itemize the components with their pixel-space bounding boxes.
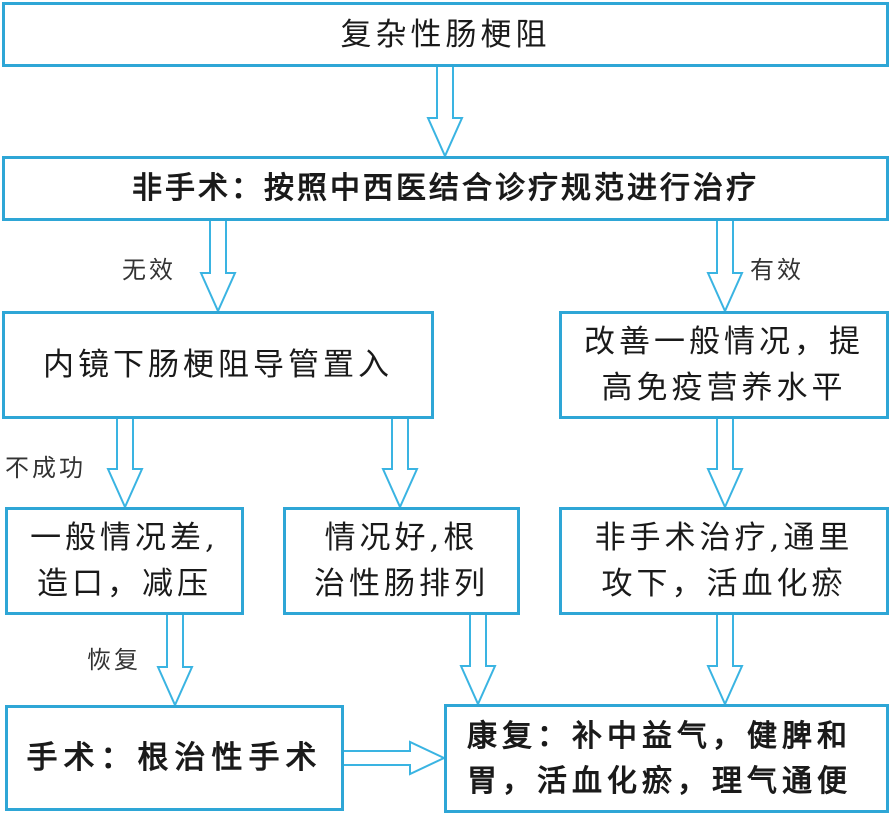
arrow-non-surgical-to-improve	[706, 220, 744, 314]
node-good-condition-radical: 情况好,根 治性肠排列	[283, 507, 520, 615]
node-rehabilitation-line-2: 胃，活血化瘀，理气通便	[467, 763, 852, 799]
node-rehabilitation-line-1: 康复：补中益气，健脾和	[467, 718, 852, 754]
node-rehabilitation: 康复：补中益气，健脾和 胃，活血化瘀，理气通便	[444, 704, 889, 813]
arrow-endoscopic-to-good-condition	[381, 418, 419, 510]
node-non-surgical-therapy-line-1: 非手术治疗,通里	[594, 520, 854, 556]
node-non-surgical-treatment: 非手术：按照中西医结合诊疗规范进行治疗	[2, 156, 889, 221]
node-radical-surgery: 手术：根治性手术	[5, 705, 344, 811]
arrow-complex-to-non-surgical	[426, 66, 464, 159]
arrow-surgery-to-rehab	[343, 740, 447, 776]
node-endoscopic-catheter-placement: 内镜下肠梗阻导管置入	[2, 311, 434, 419]
node-non-surgical-therapy-line-2: 攻下，活血化瘀	[601, 566, 847, 602]
node-good-condition-radical-line-1: 情况好,根	[324, 520, 479, 556]
node-non-surgical-therapy: 非手术治疗,通里 攻下，活血化瘀	[559, 507, 889, 615]
arrow-improve-to-therapy	[706, 418, 744, 510]
node-improve-general-condition: 改善一般情况，提 高免疫营养水平	[559, 311, 889, 419]
edge-label-unsuccessful: 不成功	[5, 454, 86, 482]
node-complex-intestinal-obstruction: 复杂性肠梗阻	[2, 2, 889, 67]
node-complex-intestinal-obstruction-label: 复杂性肠梗阻	[340, 16, 551, 53]
edge-label-ineffective: 无效	[122, 256, 176, 284]
arrow-therapy-to-rehab	[706, 614, 744, 707]
node-non-surgical-treatment-label: 非手术：按照中西医结合诊疗规范进行治疗	[132, 170, 759, 206]
node-endoscopic-catheter-placement-label: 内镜下肠梗阻导管置入	[43, 347, 393, 383]
arrow-non-surgical-to-endoscopic	[199, 220, 237, 314]
node-radical-surgery-label: 手术：根治性手术	[26, 740, 323, 776]
arrow-poor-condition-to-surgery	[156, 614, 194, 708]
node-poor-condition-stoma-line-2: 造口，减压	[37, 566, 212, 602]
arrow-good-condition-to-rehab	[459, 614, 497, 707]
node-good-condition-radical-line-2: 治性肠排列	[314, 566, 489, 602]
edge-label-effective: 有效	[750, 256, 804, 284]
edge-label-recovery: 恢复	[87, 646, 141, 674]
node-poor-condition-stoma-line-1: 一般情况差,	[30, 520, 219, 556]
arrow-endoscopic-to-poor-condition	[106, 418, 144, 510]
node-improve-general-condition-line-2: 高免疫营养水平	[601, 370, 847, 406]
node-improve-general-condition-line-1: 改善一般情况，提	[584, 324, 864, 360]
node-poor-condition-stoma: 一般情况差, 造口，减压	[5, 507, 244, 615]
